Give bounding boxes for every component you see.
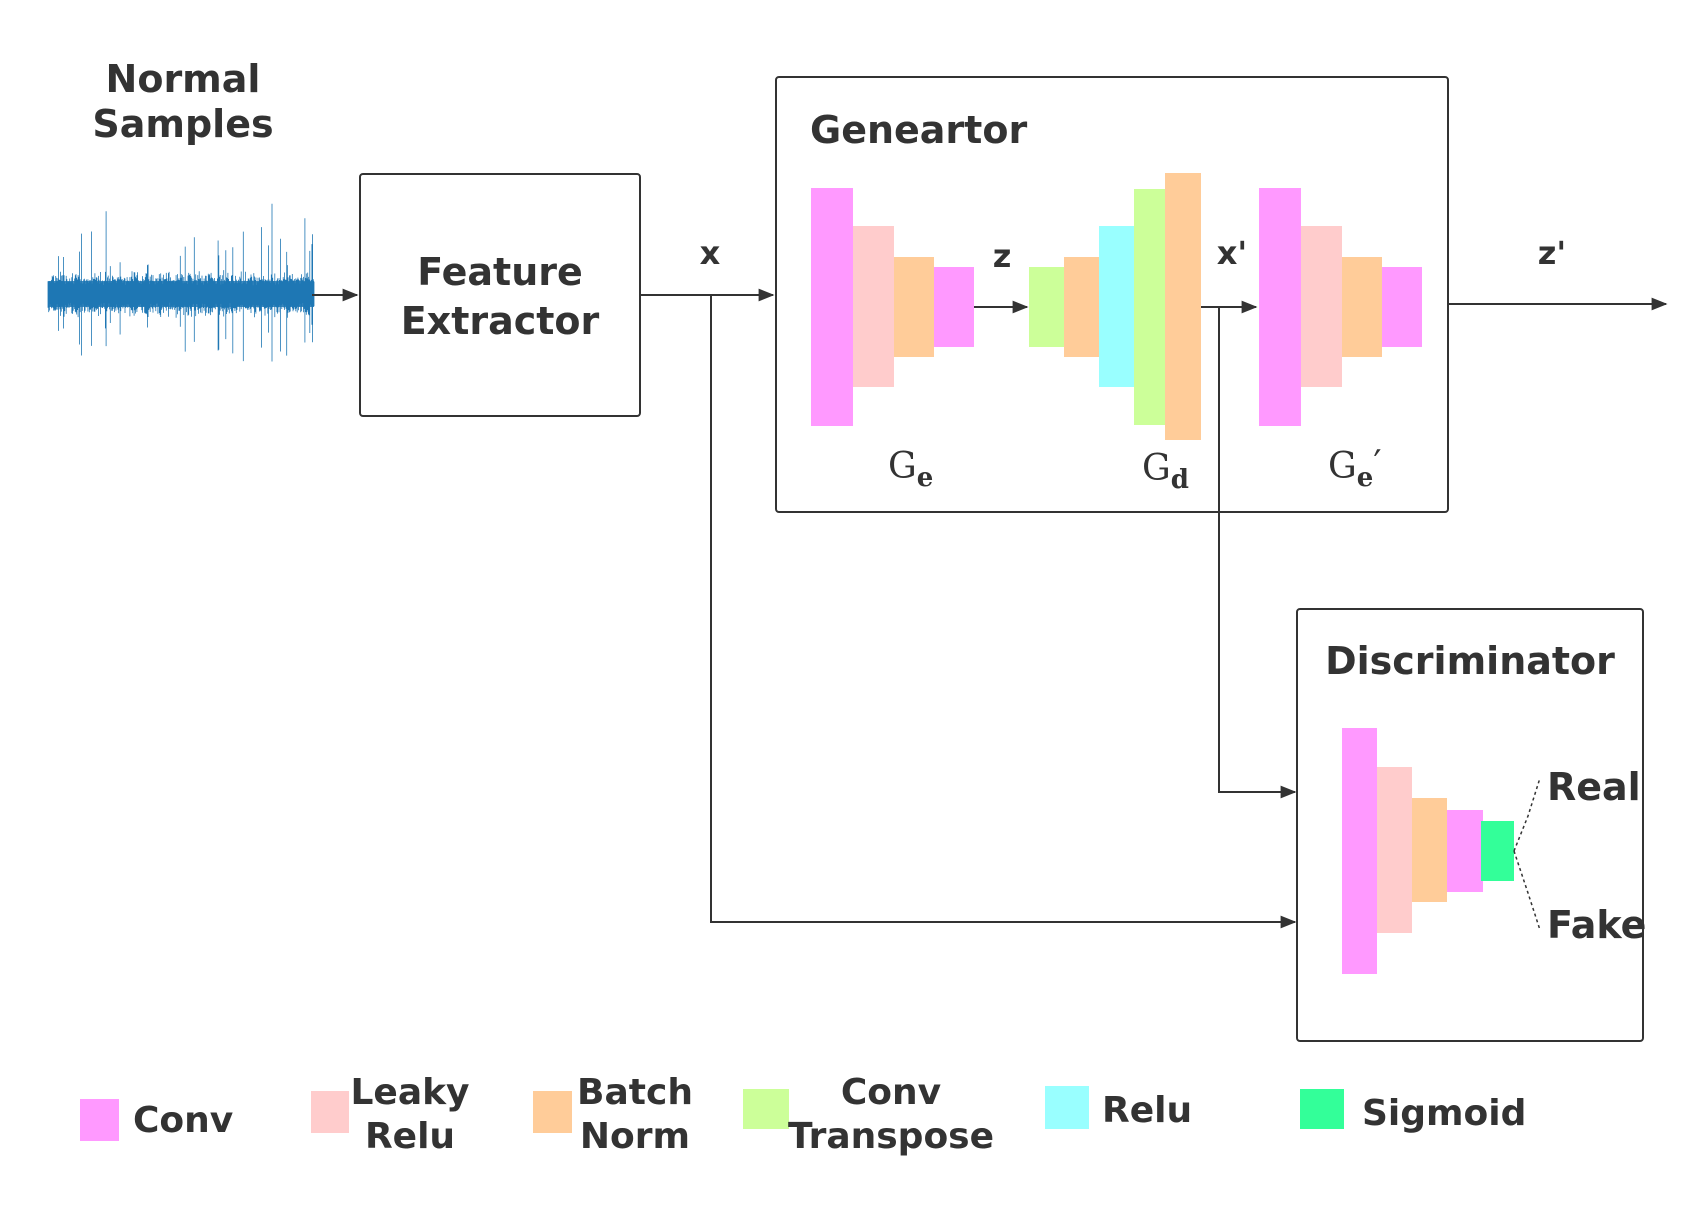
disc-batch-norm-block [1412,798,1447,902]
ge-conv-block [811,188,853,426]
generator-title: Geneartor [810,108,1027,152]
real-label: Real [1547,765,1641,809]
fake-label: Fake [1547,903,1646,947]
legend-conv-transpose-label-line1: Conv [841,1072,941,1113]
feature-extractor-box [359,173,641,417]
signal-x-label: x [700,234,721,272]
ge-batch-norm-block [894,257,934,357]
legend-batch-norm-label-line2: Norm [580,1116,690,1157]
legend-leaky-relu-label-line2: Relu [365,1116,455,1157]
ge-conv-out-block [934,267,974,347]
signal-x-prime-label: x' [1217,234,1247,272]
normal-samples-title-line2: Samples [92,102,273,146]
gd-relu-block [1099,226,1134,387]
discriminator-title: Discriminator [1325,639,1615,683]
discriminator-box [1296,608,1644,1042]
disc-leaky-relu-block [1377,767,1412,933]
signal-z-label: z [993,237,1012,275]
gd-batch-norm-block-1 [1064,257,1099,357]
feature-extractor-label-line1: Feature [417,250,583,294]
legend-conv-label: Conv [133,1100,233,1141]
real-output-line [1513,777,1541,852]
ge-prime-leaky-relu-block [1301,226,1342,387]
legend-conv-transpose-swatch [743,1089,789,1129]
disc-conv-out-block [1447,810,1483,892]
waveform-signal [47,203,315,362]
fake-output-line [1513,850,1541,931]
legend-leaky-relu-swatch [311,1091,349,1133]
gd-conv-transpose-block-2 [1134,189,1170,425]
legend-leaky-relu-label-line1: Leaky [350,1072,469,1113]
gd-decoder-blocks [1029,173,1201,440]
generator-box [775,76,1449,513]
ge-label: Ge [888,446,933,493]
legend-conv-swatch [80,1099,119,1141]
legend: Conv Leaky Relu Batch Norm Conv Transpos… [80,1072,1526,1157]
ge-encoder-blocks [811,188,974,426]
feature-extractor-label-line2: Extractor [401,299,600,343]
waveform-core-band [48,281,314,307]
ge-prime-conv-out-block [1382,267,1422,347]
legend-relu-label: Relu [1102,1090,1192,1131]
legend-batch-norm-label-line1: Batch [577,1072,693,1113]
legend-sigmoid-swatch [1300,1089,1344,1129]
arrow-x-to-discriminator [710,295,1297,929]
legend-sigmoid-label: Sigmoid [1362,1093,1526,1134]
disc-sigmoid-block [1481,821,1514,881]
gd-batch-norm-block-2 [1165,173,1201,440]
legend-relu-swatch [1045,1086,1089,1129]
ge-leaky-relu-block [853,226,894,387]
gd-label: Gd [1142,448,1189,495]
normal-samples-title-line1: Normal [106,57,261,101]
disc-conv-block [1342,728,1377,974]
signal-z-prime-label: z' [1538,234,1566,272]
arrow-x-prime-to-discriminator [1218,307,1297,799]
ge-prime-conv-block [1259,188,1301,426]
discriminator-blocks [1342,728,1514,974]
ge-prime-batch-norm-block [1342,257,1382,357]
legend-batch-norm-swatch [533,1091,572,1133]
ge-prime-encoder-blocks [1259,188,1422,426]
legend-conv-transpose-label-line2: Transpose [788,1116,994,1157]
gd-conv-transpose-block-1 [1029,267,1064,347]
ge-prime-label: Ge′ [1328,444,1382,493]
